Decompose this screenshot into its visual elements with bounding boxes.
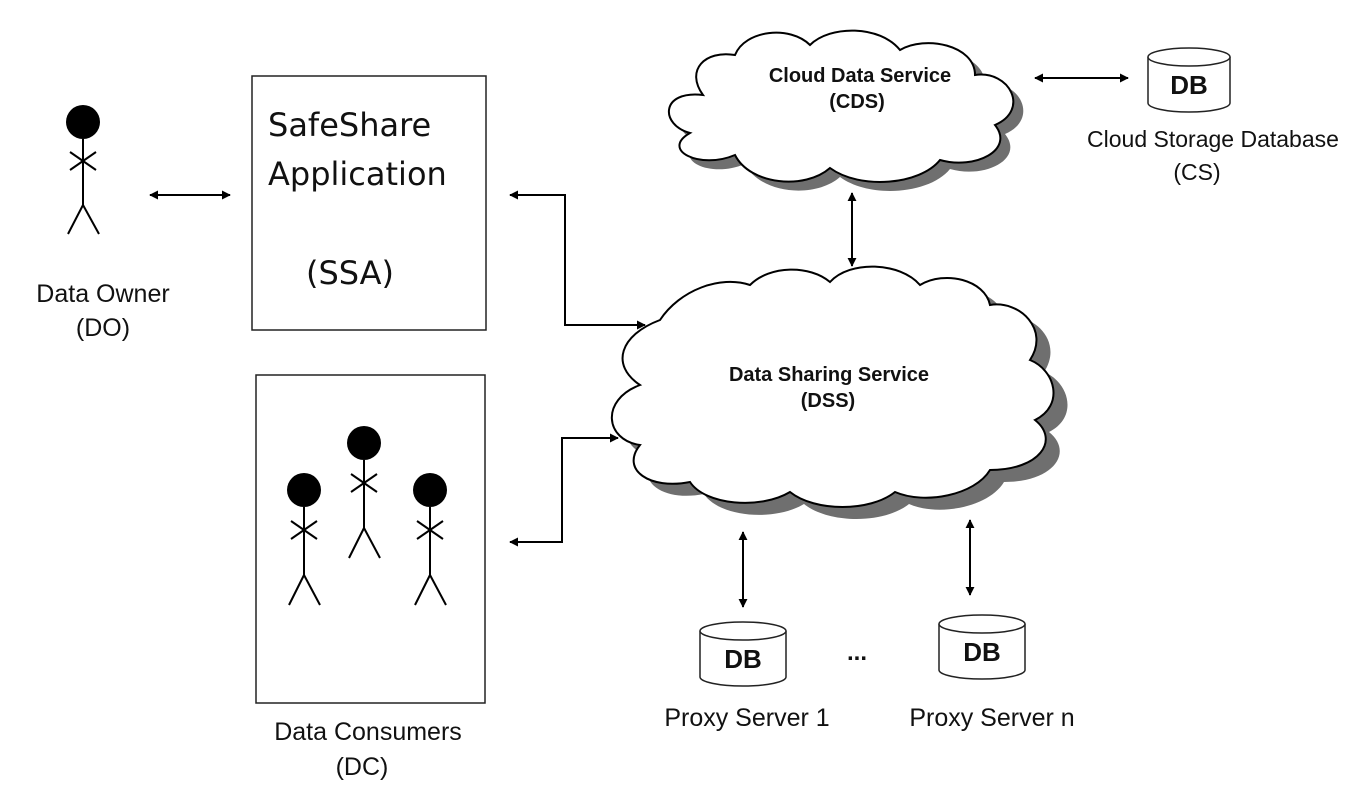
cds-abbr: (CDS) [829,91,885,113]
data-owner-figure [66,105,100,235]
consumer-figure-1 [287,473,321,606]
cloud-storage-db-icon [1147,47,1231,113]
ssa-title-line1: SafeShare [268,106,431,144]
cloud-storage-label: Cloud Storage Database [1087,126,1339,152]
ssa-title-line2: Application [268,155,447,193]
proxy-ellipsis: ... [847,639,867,666]
proxy-server-n-db-label: DB [963,637,1001,667]
consumer-figure-2 [347,426,381,559]
data-owner-label: Data Owner [36,280,169,308]
arrow-dc-dss [509,433,619,547]
proxy-server-1-label: Proxy Server 1 [664,704,829,732]
data-owner-abbr: (DO) [76,314,130,342]
dss-abbr: (DSS) [801,390,855,412]
cloud-storage-abbr: (CS) [1173,159,1220,185]
cds-cloud [667,29,1024,191]
data-consumers-label: Data Consumers [274,718,462,746]
cloud-storage-db-label: DB [1170,70,1208,100]
cds-label: Cloud Data Service [769,65,951,87]
ssa-abbr: (SSA) [306,254,394,292]
proxy-server-1-db-icon [699,621,787,687]
proxy-server-n-db-icon [938,614,1026,680]
consumer-figure-3 [413,473,447,606]
proxy-server-n-label: Proxy Server n [909,704,1074,732]
ssa-box [251,75,487,331]
arrow-ssa-dss [509,190,646,330]
dss-cloud [610,265,1068,519]
data-consumers-abbr: (DC) [336,753,389,781]
dss-label: Data Sharing Service [729,364,929,386]
proxy-server-1-db-label: DB [724,644,762,674]
